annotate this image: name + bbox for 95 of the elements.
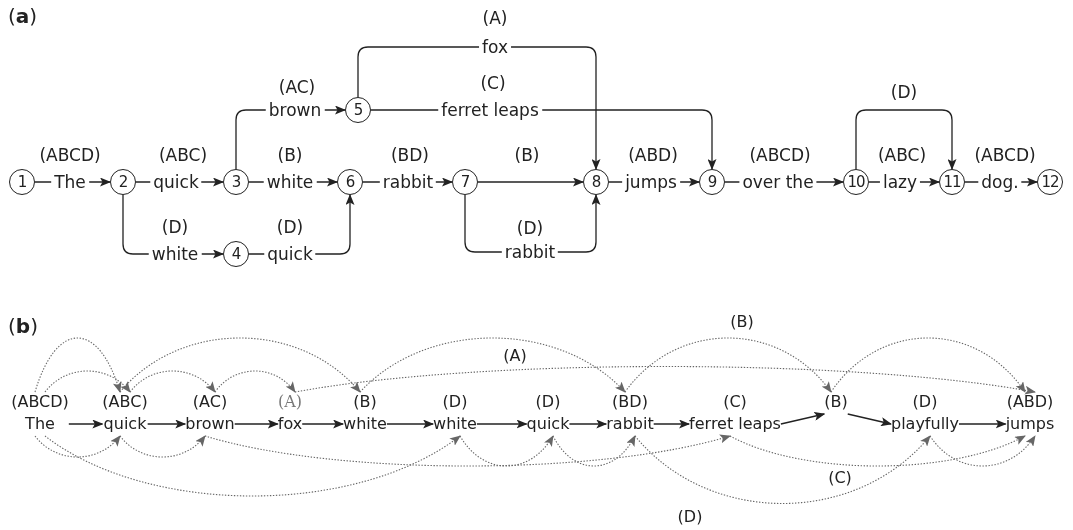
dotted-arrow — [830, 337, 1026, 393]
dotted-arrow — [929, 435, 1036, 467]
node-circle: 8 — [583, 169, 609, 195]
dotted-arrow — [34, 337, 121, 393]
word: The — [24, 413, 56, 435]
witness-siglum: (D) — [534, 392, 562, 412]
arrow — [477, 177, 584, 187]
dotted-arrow — [204, 434, 731, 467]
siglum-label: (ABC) — [158, 145, 208, 165]
arrow — [301, 419, 345, 429]
edge-label: dog. — [978, 172, 1022, 192]
siglum-label: (BD) — [391, 145, 429, 165]
edge-label: (B) — [730, 313, 754, 331]
word: jumps — [1005, 413, 1055, 435]
arrow — [958, 419, 1007, 429]
siglum-label: (ABCD) — [749, 145, 811, 165]
siglum-label: (ABCD) — [974, 145, 1036, 165]
witness-siglum: (D) — [441, 392, 469, 412]
arrow — [68, 419, 104, 429]
dotted-arrow — [624, 337, 832, 393]
word: white — [433, 413, 477, 435]
arrow — [476, 419, 528, 429]
dotted-arrow — [294, 365, 1036, 395]
siglum-label: (AC) — [278, 77, 316, 97]
word: ferret leaps — [689, 413, 781, 435]
word: brown — [185, 413, 235, 435]
dotted-arrow — [729, 435, 1026, 467]
dotted-arrow — [44, 435, 461, 497]
witness-siglum: (ABCD) — [11, 392, 69, 412]
arrow — [780, 411, 826, 425]
witness-siglum: (D) — [911, 392, 939, 412]
panel-label: (a) — [8, 6, 38, 26]
siglum-label: (B) — [514, 145, 540, 165]
arrow — [855, 109, 957, 170]
node-circle: 9 — [699, 169, 725, 195]
word: playfully — [891, 413, 959, 435]
arrow — [568, 419, 608, 429]
arrow — [847, 413, 892, 427]
siglum-label: (ABD) — [628, 145, 678, 165]
edge-label: (C) — [828, 469, 852, 487]
node-circle: 1 — [9, 169, 35, 195]
witness-siglum: (BD) — [611, 392, 649, 412]
siglum-label: (D) — [890, 82, 918, 102]
dotted-arrow — [119, 435, 206, 458]
dotted-arrow — [359, 337, 626, 393]
edge-label: jumps — [622, 172, 680, 192]
siglum-label: (ABC) — [877, 145, 927, 165]
witness-siglum: (C) — [722, 392, 748, 412]
siglum-label: (D) — [516, 218, 544, 238]
witness-siglum: (B) — [352, 392, 378, 412]
siglum-label: (A) — [482, 8, 508, 28]
witness-siglum: (AC) — [191, 392, 229, 412]
edge-label: lazy — [879, 172, 921, 192]
node-circle: 4 — [223, 241, 249, 267]
witness-siglum: (ABD) — [1005, 392, 1055, 412]
arrow — [234, 419, 279, 429]
edge-label: quick — [150, 172, 202, 192]
edge-label: ferret leaps — [438, 100, 542, 120]
word: quick — [102, 413, 148, 435]
witness-siglum: (ABC) — [102, 392, 148, 412]
dotted-arrow — [34, 435, 121, 458]
witness-siglum: (A) — [277, 392, 303, 412]
node-circle: 7 — [452, 169, 478, 195]
node-circle: 5 — [345, 97, 371, 123]
dotted-arrow — [634, 435, 931, 505]
siglum-label: (ABCD) — [39, 145, 101, 165]
edge-label: (D) — [677, 508, 703, 526]
siglum-label: (B) — [277, 145, 303, 165]
panel-label: (b) — [8, 316, 38, 336]
edge-label: (A) — [503, 347, 527, 365]
node-circle: 12 — [1037, 169, 1063, 195]
dotted-arrow — [459, 435, 554, 467]
siglum-label: (C) — [480, 73, 506, 93]
node-circle: 6 — [337, 169, 363, 195]
word: white — [343, 413, 387, 435]
node-circle: 10 — [843, 169, 869, 195]
arrow — [386, 419, 435, 429]
node-circle: 2 — [110, 169, 136, 195]
siglum-label: (D) — [276, 217, 304, 237]
node-circle: 11 — [939, 169, 965, 195]
dotted-arrow — [44, 370, 131, 393]
edge-label: quick — [264, 244, 316, 264]
dotted-arrow — [214, 370, 296, 393]
word: fox — [277, 413, 303, 435]
arrow — [147, 419, 187, 429]
word: rabbit — [606, 413, 654, 435]
arrow — [357, 46, 601, 170]
witness-siglum: (B) — [824, 392, 848, 412]
arrow — [653, 419, 691, 429]
node-circle: 3 — [223, 169, 249, 195]
siglum-label: (D) — [161, 217, 189, 237]
dotted-arrow — [119, 337, 361, 393]
dotted-arrow — [552, 435, 636, 467]
dotted-arrow — [129, 370, 216, 393]
word: quick — [526, 413, 570, 435]
